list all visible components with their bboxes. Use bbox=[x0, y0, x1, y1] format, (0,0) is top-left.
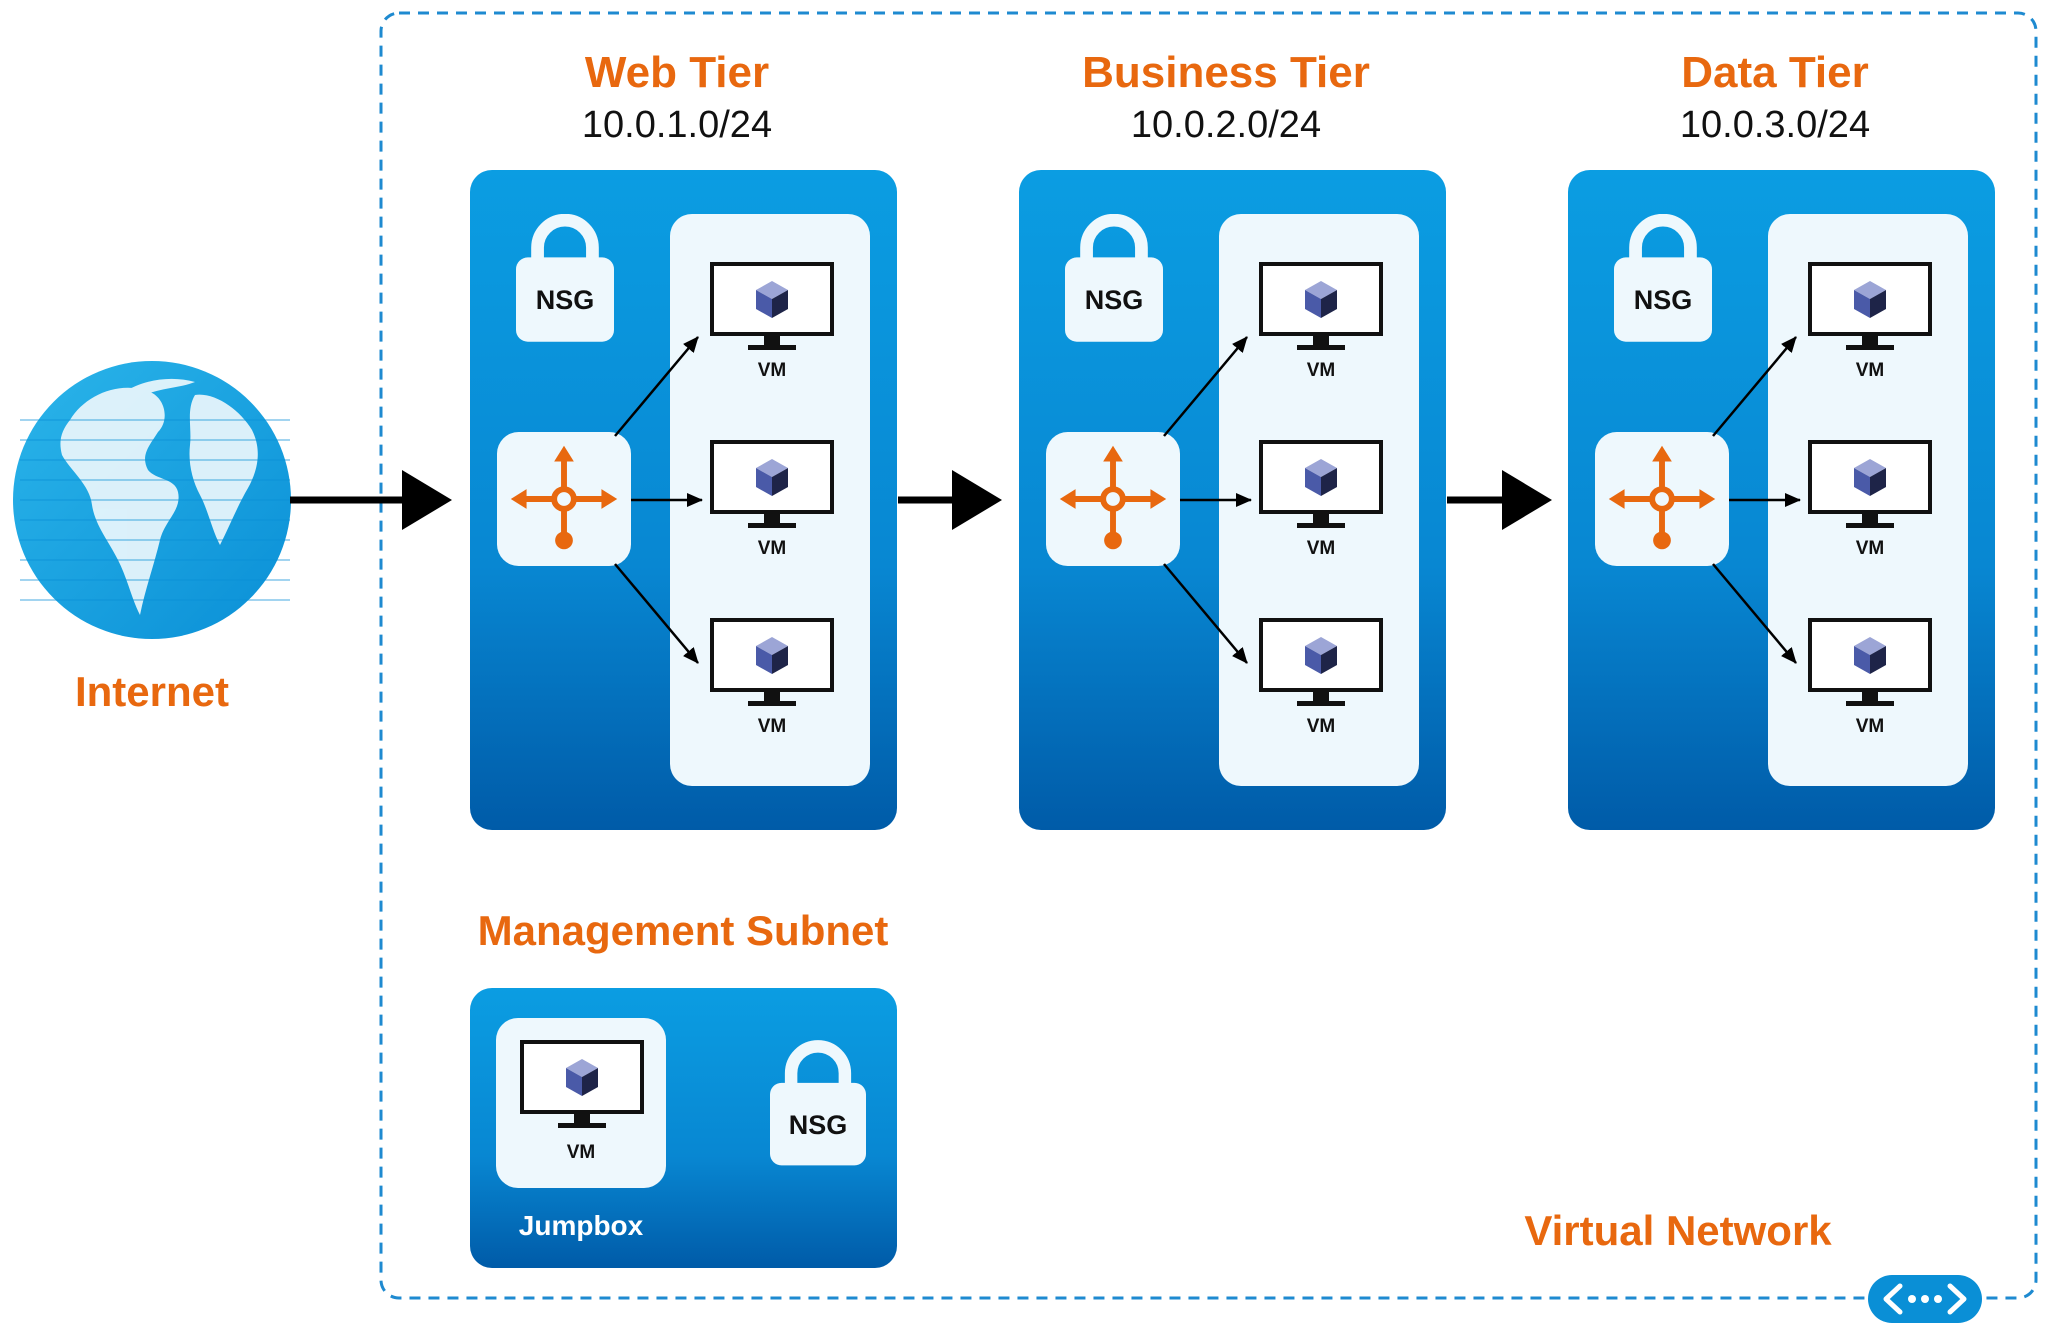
vm-label: VM bbox=[1855, 538, 1885, 559]
tier-title: Business Tier bbox=[1082, 48, 1370, 97]
management-subnet-title: Management Subnet bbox=[477, 907, 889, 954]
connector-arrow bbox=[614, 563, 699, 664]
connector-arrow bbox=[614, 336, 699, 437]
tier-box-business bbox=[1019, 170, 1446, 830]
connector-arrow bbox=[1712, 336, 1797, 437]
load-balancer-icon bbox=[1046, 432, 1180, 566]
vm-label: VM bbox=[1306, 538, 1336, 559]
vm-label: VM bbox=[757, 360, 787, 381]
load-balancer-icon bbox=[497, 432, 631, 566]
connector-arrow bbox=[1163, 563, 1248, 664]
management-subnet-box bbox=[470, 988, 897, 1268]
globe-icon bbox=[13, 361, 291, 639]
vnet-icon bbox=[1868, 1275, 1982, 1323]
jumpbox-label: Jumpbox bbox=[518, 1210, 644, 1241]
tier-cidr: 10.0.2.0/24 bbox=[1130, 104, 1322, 146]
connector-arrow bbox=[1712, 563, 1797, 664]
arrow-icon bbox=[1447, 470, 1552, 530]
tier-box-data bbox=[1568, 170, 1995, 830]
vm-label: VM bbox=[757, 538, 787, 559]
connector-arrow bbox=[1163, 336, 1248, 437]
jumpbox-vm-label: VM bbox=[566, 1142, 596, 1163]
vm-label: VM bbox=[1855, 716, 1885, 737]
vm-label: VM bbox=[1855, 360, 1885, 381]
nsg-label: NSG bbox=[1633, 285, 1693, 315]
tier-title: Data Tier bbox=[1681, 48, 1869, 97]
arrow-icon bbox=[290, 470, 452, 530]
tier-box-web bbox=[470, 170, 897, 830]
vm-label: VM bbox=[757, 716, 787, 737]
tier-cidr: 10.0.1.0/24 bbox=[581, 104, 773, 146]
tier-cidr: 10.0.3.0/24 bbox=[1679, 104, 1871, 146]
virtual-network-label: Virtual Network bbox=[1524, 1207, 1832, 1254]
internet-label: Internet bbox=[74, 668, 229, 715]
vm-label: VM bbox=[1306, 360, 1336, 381]
vm-label: VM bbox=[1306, 716, 1336, 737]
virtual-network-boundary bbox=[379, 11, 2038, 1300]
arrow-icon bbox=[898, 470, 1002, 530]
management-nsg-label: NSG bbox=[788, 1110, 848, 1140]
nsg-label: NSG bbox=[535, 285, 595, 315]
tier-title: Web Tier bbox=[584, 48, 770, 97]
load-balancer-icon bbox=[1595, 432, 1729, 566]
nsg-label: NSG bbox=[1084, 285, 1144, 315]
